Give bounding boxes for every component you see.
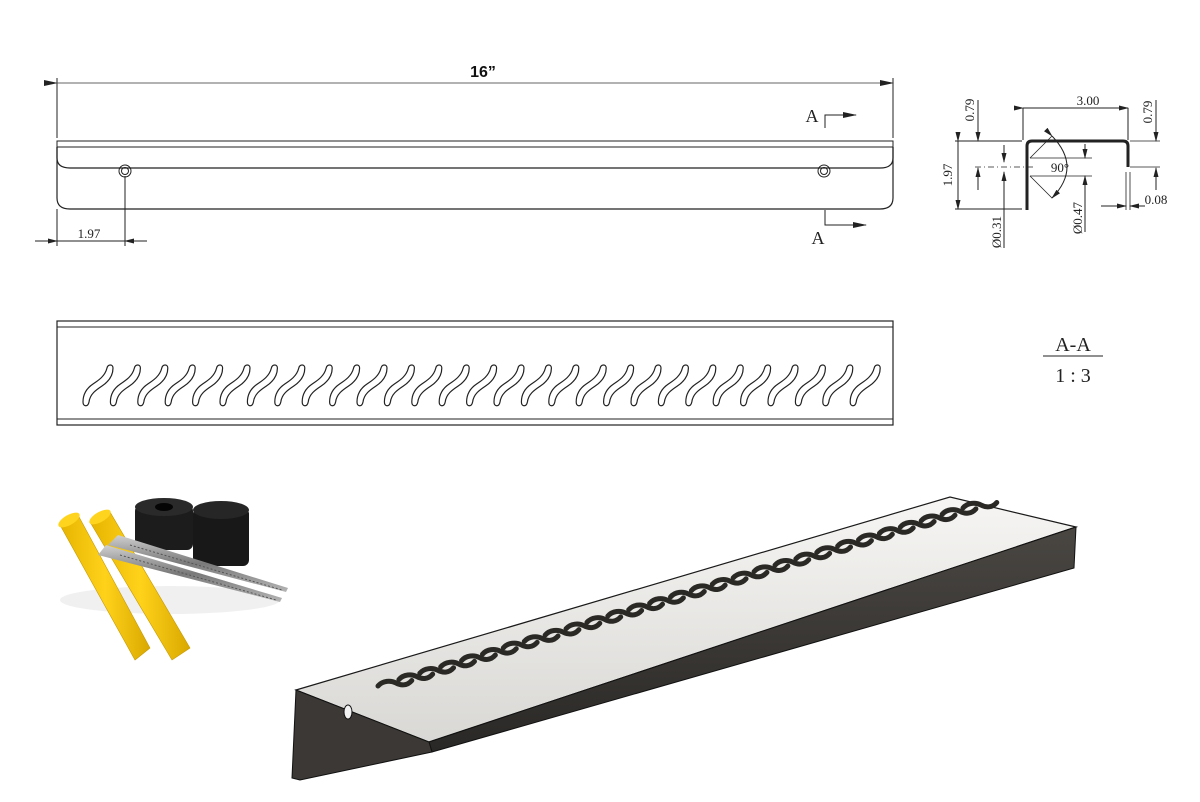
wave-slot (657, 364, 690, 407)
left-offset-label: 0.79 (962, 99, 977, 122)
overall-length-label: 16” (470, 64, 496, 81)
wave-slot (137, 364, 169, 407)
wave-slot (602, 364, 635, 407)
hole-offset-label: 1.97 (78, 226, 101, 241)
wave-slot (575, 364, 607, 407)
section-height-label: 1.97 (940, 163, 955, 186)
mount-hole-left (118, 164, 132, 178)
wave-slot (739, 364, 772, 407)
mounting-hardware-kit (58, 498, 288, 661)
top-plan-view (56, 320, 894, 426)
shelf-mount-hole (343, 704, 353, 720)
svg-text:A: A (812, 228, 825, 248)
wave-slot (548, 364, 580, 407)
wave-slot (246, 364, 278, 407)
wave-slot (192, 364, 224, 407)
wave-slot (520, 364, 553, 407)
wave-slot (383, 364, 415, 407)
wave-slot (411, 364, 443, 407)
shelf-back-flange (291, 689, 433, 781)
section-marker-bottom: A (812, 210, 867, 248)
svg-text:A: A (806, 106, 819, 126)
section-scale: 1 : 3 (1055, 365, 1091, 387)
section-title: A-A (1055, 334, 1091, 356)
wave-slot (301, 364, 333, 407)
section-marker-top: A (806, 106, 857, 128)
section-title-block: A-A 1 : 3 (1043, 334, 1103, 387)
section-view-a-a: 3.00 1.97 0.79 Ø0.31 Ø0.47 90° 0.79 0.08 (940, 93, 1167, 248)
wave-slot (685, 364, 717, 407)
wave-slot (109, 364, 141, 407)
section-width-label: 3.00 (1077, 93, 1100, 108)
right-offset-label: 0.79 (1140, 101, 1155, 124)
wave-slot (849, 364, 881, 407)
wave-slot (82, 364, 114, 407)
angle-label: 90° (1051, 160, 1069, 175)
shelf-top-surface (294, 496, 1079, 743)
wave-slot (712, 364, 744, 407)
wave-slot (438, 364, 470, 407)
wave-slot (466, 364, 498, 407)
spacer-right (193, 501, 249, 566)
wave-slot (630, 364, 662, 407)
wave-slot (164, 364, 196, 407)
front-elevation-view: 16” 1.97 A A (35, 64, 894, 248)
thickness-label: 0.08 (1145, 192, 1168, 207)
wave-slot (822, 364, 854, 407)
mount-hole-right (817, 164, 831, 178)
wave-slot (356, 364, 388, 407)
wall-anchor-left (58, 512, 151, 661)
wave-slot-pattern (82, 364, 881, 407)
wave-slot (794, 364, 827, 407)
screw-bottom (98, 545, 282, 602)
shelf-3d-render (291, 496, 1079, 781)
wave-slot (493, 364, 525, 407)
wave-slot (767, 364, 799, 407)
counterbore-diameter-label: Ø0.47 (1070, 201, 1085, 234)
wave-slot (274, 364, 306, 407)
wave-slot (219, 364, 251, 407)
wave-slot (329, 364, 361, 407)
screw-top (108, 535, 288, 592)
hole-diameter-label: Ø0.31 (989, 216, 1004, 248)
spacer-left (135, 498, 193, 550)
